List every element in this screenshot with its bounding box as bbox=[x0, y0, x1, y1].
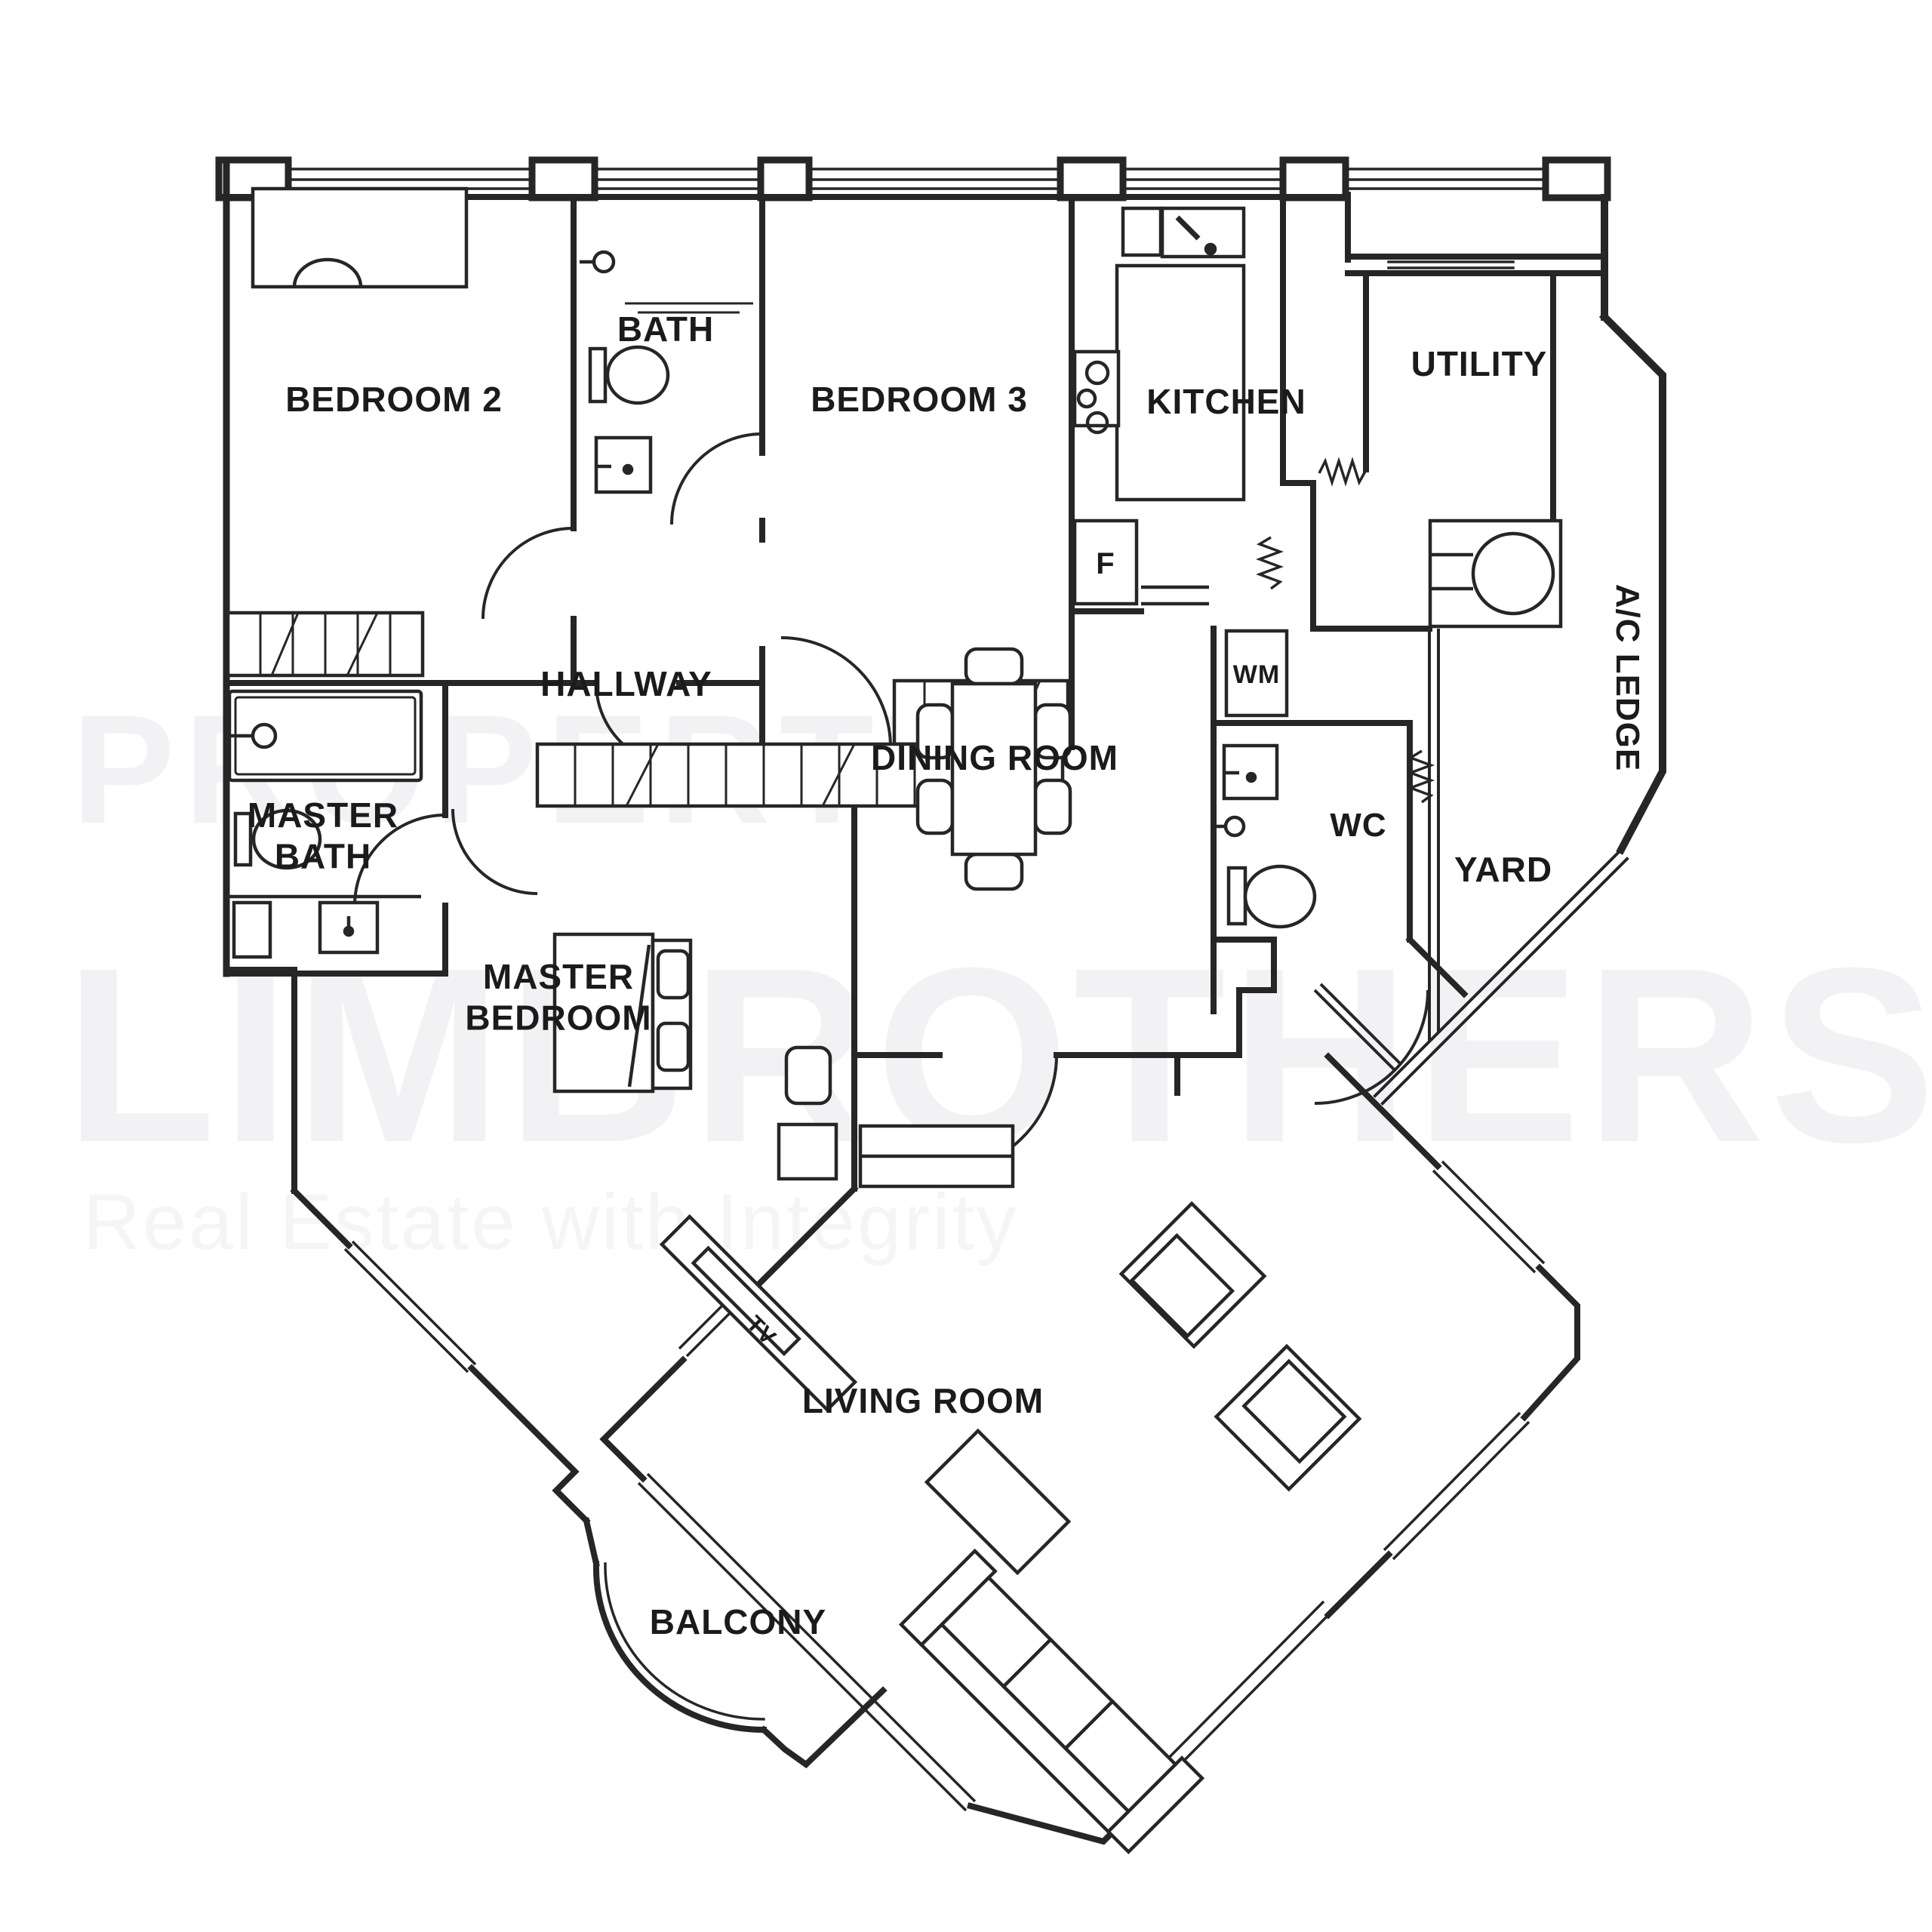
watermark-line3: Real Estate with Integrity bbox=[83, 1178, 1018, 1266]
masterbedroom-dresser bbox=[777, 1122, 838, 1181]
masterbath-door-arc bbox=[353, 814, 446, 906]
room-labels: BEDROOM 2 BATH BEDROOM 3 KITCHEN UTILITY HALL… bbox=[248, 309, 1646, 1641]
room-label-utility: UTILITY bbox=[1411, 344, 1548, 383]
utility-opening-zigzag bbox=[1318, 457, 1367, 487]
master-bed-icon bbox=[552, 932, 693, 1094]
room-label-ac-ledge: A/C LEDGE bbox=[1609, 584, 1646, 772]
room-label-kitchen: KITCHEN bbox=[1146, 382, 1306, 421]
dining-table-icon bbox=[915, 647, 1072, 891]
fridge-icon bbox=[1072, 518, 1139, 606]
top-windows bbox=[287, 168, 1547, 190]
watermark: PROPERTY LIMBROTHERS Real Estate with In… bbox=[64, 683, 1932, 1266]
kitchen-island-counter bbox=[1115, 263, 1246, 502]
masterbath-fixtures bbox=[227, 689, 423, 959]
yard-door-leaf bbox=[1313, 983, 1402, 1072]
room-label-hallway: HALLWAY bbox=[540, 664, 712, 703]
bedroom2-door-arc bbox=[481, 527, 574, 620]
armchair-icon bbox=[1214, 1343, 1362, 1492]
furniture bbox=[226, 186, 1563, 1855]
kitchen-sink-icon bbox=[1121, 206, 1246, 259]
bedroom2-wardrobe-icon bbox=[226, 611, 425, 678]
room-label-bedroom-3: BEDROOM 3 bbox=[811, 380, 1028, 419]
room-label-bedroom-2: BEDROOM 2 bbox=[285, 380, 503, 419]
room-label-yard: YARD bbox=[1454, 850, 1552, 889]
room-label-wm: WM bbox=[1233, 660, 1280, 689]
washing-machine-icon bbox=[1224, 629, 1289, 718]
room-label-fridge: F bbox=[1096, 547, 1115, 580]
diagonal-windows bbox=[343, 1160, 1546, 1812]
bath-door-arc bbox=[670, 432, 763, 525]
wm-opening-zigzag bbox=[1255, 536, 1284, 590]
bath-fixtures bbox=[580, 250, 753, 494]
wc-opening-zigzag bbox=[1406, 749, 1435, 804]
room-label-bath: BATH bbox=[617, 309, 714, 349]
armchair-icon bbox=[1118, 1201, 1267, 1349]
walls bbox=[215, 156, 1666, 1845]
wc-fixtures bbox=[1217, 743, 1317, 929]
kitchen-stove-icon bbox=[1072, 349, 1121, 435]
room-label-living-room: LIVING ROOM bbox=[802, 1381, 1044, 1420]
room-label-dining-room: DINING ROOM bbox=[871, 738, 1118, 777]
yard-door-arc bbox=[1314, 989, 1429, 1105]
coffee-table-icon bbox=[924, 1428, 1072, 1576]
zigzag-openings bbox=[1255, 457, 1435, 804]
room-label-wc: WC bbox=[1330, 807, 1386, 844]
tv-console-icon bbox=[659, 1214, 858, 1413]
bedroom2-bed-icon bbox=[251, 186, 469, 289]
kitchen-counter-lines bbox=[1141, 585, 1209, 606]
sideboard-icon bbox=[858, 1124, 1015, 1189]
masterbedroom-side-table bbox=[784, 1045, 832, 1106]
bedroom3-door-arc bbox=[780, 636, 892, 748]
utility-basin-icon bbox=[1428, 518, 1563, 629]
room-label-balcony: BALCONY bbox=[650, 1602, 826, 1641]
masterbedroom-door-arc bbox=[451, 808, 538, 895]
sofa-icon bbox=[898, 1548, 1205, 1855]
